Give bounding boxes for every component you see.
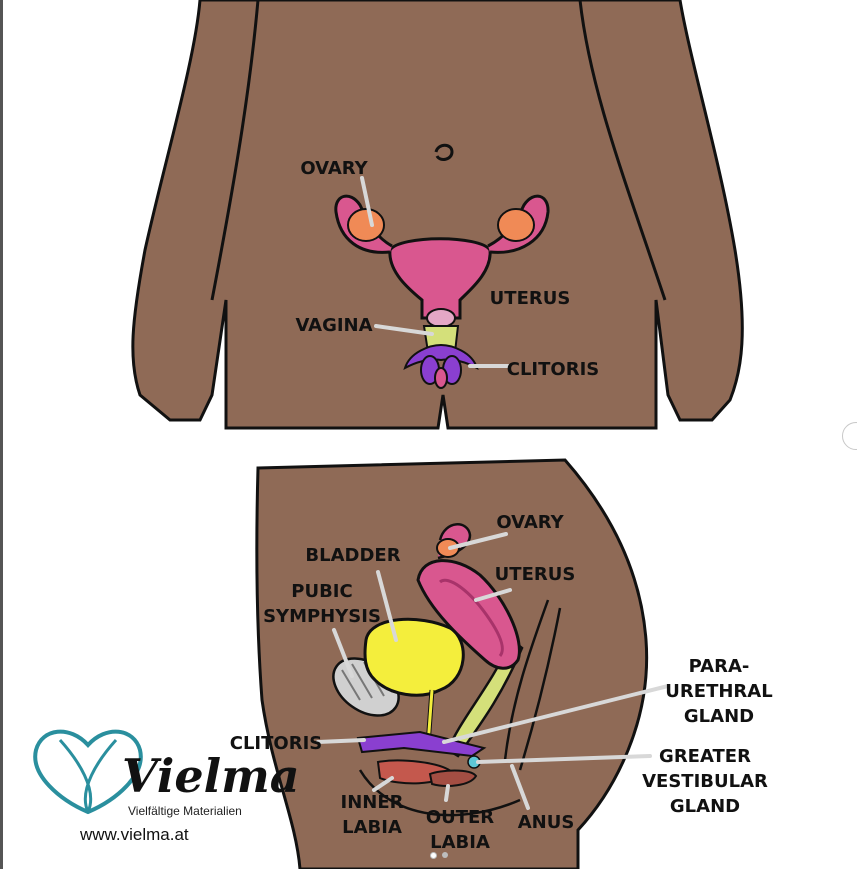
side-label-clitoris: CLITORIS bbox=[230, 733, 322, 754]
logo-tagline: Vielfältige Materialien bbox=[128, 804, 242, 818]
carousel-dot-2[interactable] bbox=[442, 852, 448, 858]
navel bbox=[434, 143, 454, 161]
side-label-pubic-1: PUBIC bbox=[291, 581, 352, 602]
side-label-inner-2: LABIA bbox=[342, 817, 402, 838]
side-label-pubic-2: SYMPHYSIS bbox=[263, 606, 381, 627]
left-border bbox=[0, 0, 3, 869]
side-view: OVARY BLADDER UTERUS PUBIC SYMPHYSIS PAR… bbox=[230, 458, 773, 869]
side-label-ovary: OVARY bbox=[496, 512, 564, 533]
side-label-para-2: URETHRAL bbox=[665, 681, 772, 702]
front-label-clitoris: CLITORIS bbox=[507, 359, 599, 380]
side-label-outer-1: OUTER bbox=[426, 807, 494, 828]
vielma-logo: Vielma Vielfältige Materialien www.vielm… bbox=[33, 729, 300, 844]
front-uterus bbox=[388, 237, 492, 320]
carousel-indicator bbox=[430, 852, 448, 859]
side-label-anus: ANUS bbox=[518, 812, 575, 833]
side-label-bladder: BLADDER bbox=[305, 545, 400, 566]
front-label-ovary: OVARY bbox=[300, 158, 368, 179]
side-bladder bbox=[363, 617, 465, 697]
side-label-greater-3: GLAND bbox=[670, 796, 740, 817]
front-label-uterus: UTERUS bbox=[490, 288, 571, 309]
side-label-outer-2: LABIA bbox=[430, 832, 490, 853]
logo-url: www.vielma.at bbox=[79, 825, 189, 844]
side-label-greater-2: VESTIBULAR bbox=[642, 771, 768, 792]
logo-heart-mark bbox=[33, 729, 143, 815]
front-ovary-left bbox=[347, 208, 385, 242]
front-ovary-right bbox=[497, 208, 535, 242]
side-outer-labia bbox=[428, 769, 478, 787]
side-label-greater-1: GREATER bbox=[659, 746, 751, 767]
side-label-uterus: UTERUS bbox=[495, 564, 576, 585]
carousel-dot-1[interactable] bbox=[430, 852, 437, 859]
front-body-silhouette bbox=[131, 0, 744, 430]
front-label-vagina: VAGINA bbox=[295, 315, 372, 336]
side-uterus bbox=[416, 559, 521, 670]
side-label-para-1: PARA- bbox=[689, 656, 750, 677]
front-view: OVARY UTERUS VAGINA CLITORIS bbox=[131, 0, 744, 430]
side-label-para-3: GLAND bbox=[684, 706, 754, 727]
side-label-inner-1: INNER bbox=[341, 792, 404, 813]
logo-wordmark: Vielma bbox=[122, 749, 300, 803]
